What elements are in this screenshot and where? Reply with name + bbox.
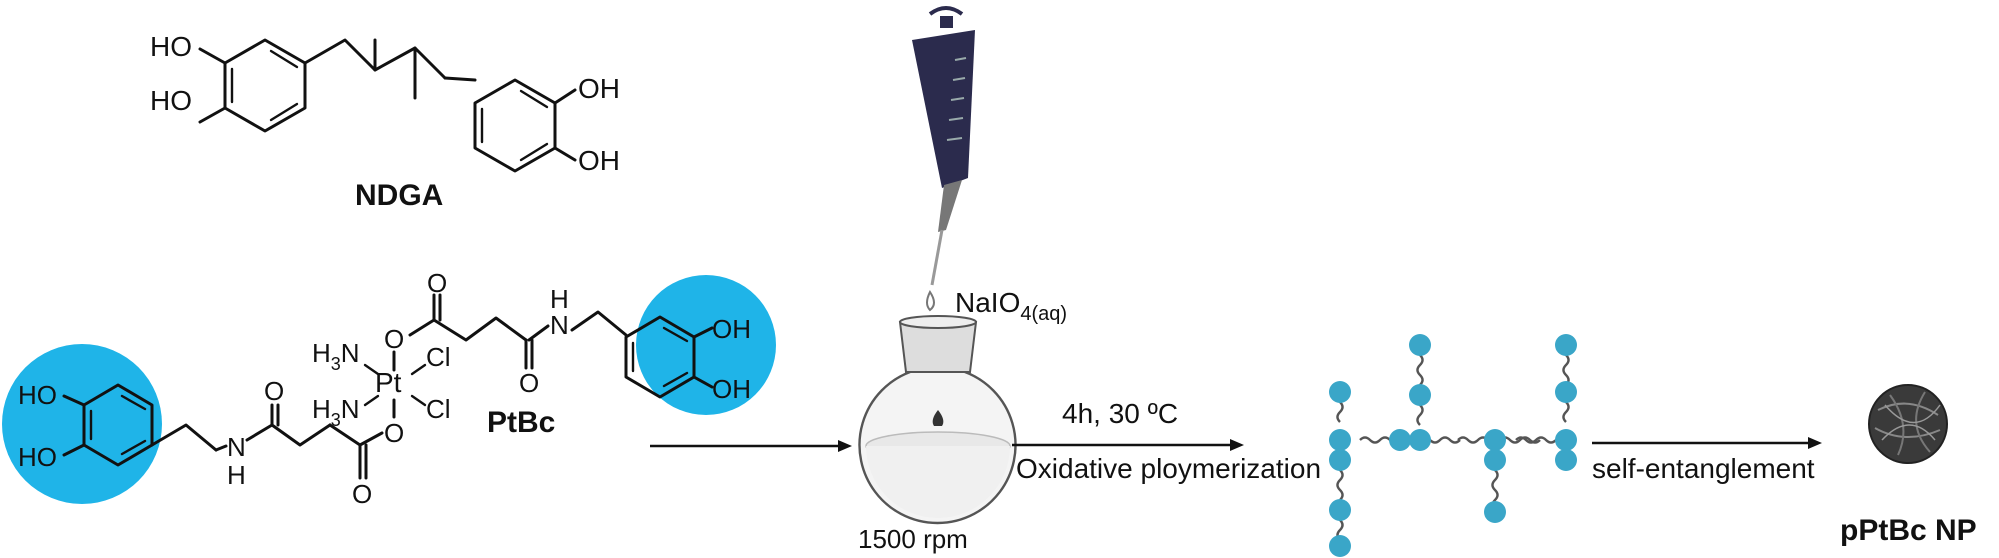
arrow-polymerization: 4h, 30 ºC Oxidative ploymerization	[1012, 398, 1321, 484]
polymer-bead	[1409, 384, 1431, 406]
polymer-bead	[1555, 381, 1577, 403]
ptbc-cl-bottom: Cl	[426, 394, 451, 424]
polymer-bead	[1555, 334, 1577, 356]
step1-conditions: 4h, 30 ºC	[1062, 398, 1178, 429]
arrow-to-flask	[650, 440, 852, 452]
polymer-bead	[1409, 429, 1431, 451]
flask-speed: 1500 rpm	[858, 524, 968, 554]
ptbc-oh-top-right: OH	[712, 314, 751, 344]
ptbc-ho-bottom-left: HO	[18, 442, 57, 472]
polymer-bead	[1329, 499, 1351, 521]
polymer-bead	[1329, 535, 1351, 557]
ptbc-o-ester-left: O	[352, 479, 372, 509]
polymer-network	[1329, 334, 1577, 557]
product-label: pPtBc NP	[1840, 514, 1977, 547]
pipette-icon	[912, 6, 975, 312]
ptbc-cl-top: Cl	[426, 342, 451, 372]
ptbc-structure: HO HO N H O O O H3N H3N Pt Cl Cl O O	[2, 268, 776, 509]
ptbc-oh-bottom-right: OH	[712, 374, 751, 404]
ptbc-o-amide-right: O	[519, 368, 539, 398]
ptbc-o-link-right: O	[384, 324, 404, 354]
ptbc-h3n-top: H3N	[312, 338, 360, 374]
stir-bar-icon	[932, 410, 944, 426]
drop-icon	[926, 290, 935, 312]
arrow-self-entanglement: self-entanglement	[1592, 437, 1822, 484]
round-bottom-flask: 1500 rpm	[858, 315, 1017, 554]
polymer-bead	[1409, 334, 1431, 356]
ndga-ho-bottom: HO	[150, 85, 192, 116]
flask-stopper	[898, 321, 978, 373]
ptbc-n-right: N	[550, 310, 569, 340]
ptbc-o-amide-left: O	[264, 376, 284, 406]
ndga-ring-right	[473, 78, 557, 173]
nanoparticle-icon: pPtBc NP	[1840, 384, 1977, 547]
ptbc-label: PtBc	[487, 406, 555, 439]
ndga-ring-left	[223, 38, 307, 133]
ptbc-pt: Pt	[375, 367, 402, 398]
ptbc-h3n-bottom: H3N	[312, 394, 360, 430]
ptbc-h-left: H	[227, 460, 246, 490]
polymer-bead	[1484, 449, 1506, 471]
reagent-label: NaIO4(aq)	[955, 287, 1067, 325]
catechol-highlight-right	[636, 275, 776, 415]
ptbc-n-left: N	[227, 432, 246, 462]
ndga-label: NDGA	[355, 179, 443, 212]
polymer-bead	[1329, 429, 1351, 451]
step1-process: Oxidative ploymerization	[1016, 453, 1321, 484]
ptbc-o-ester-right: O	[427, 268, 447, 298]
ptbc-o-link-left: O	[384, 418, 404, 448]
ndga-structure: HO HO OH OH NDGA	[150, 31, 620, 212]
ndga-oh-bottom: OH	[578, 145, 620, 176]
ptbc-ho-top-left: HO	[18, 380, 57, 410]
polymer-bead	[1555, 449, 1577, 471]
polymer-bead	[1329, 449, 1351, 471]
polymer-bead	[1389, 429, 1411, 451]
polymer-bead	[1484, 501, 1506, 523]
ndga-ho-top: HO	[150, 31, 192, 62]
polymer-bead	[1329, 381, 1351, 403]
catechol-highlight-left	[2, 344, 162, 504]
ptbc-h-right: H	[550, 284, 569, 314]
step2-process: self-entanglement	[1592, 453, 1815, 484]
ndga-oh-top: OH	[578, 73, 620, 104]
polymer-bead	[1484, 429, 1506, 451]
polymer-bead	[1555, 429, 1577, 451]
